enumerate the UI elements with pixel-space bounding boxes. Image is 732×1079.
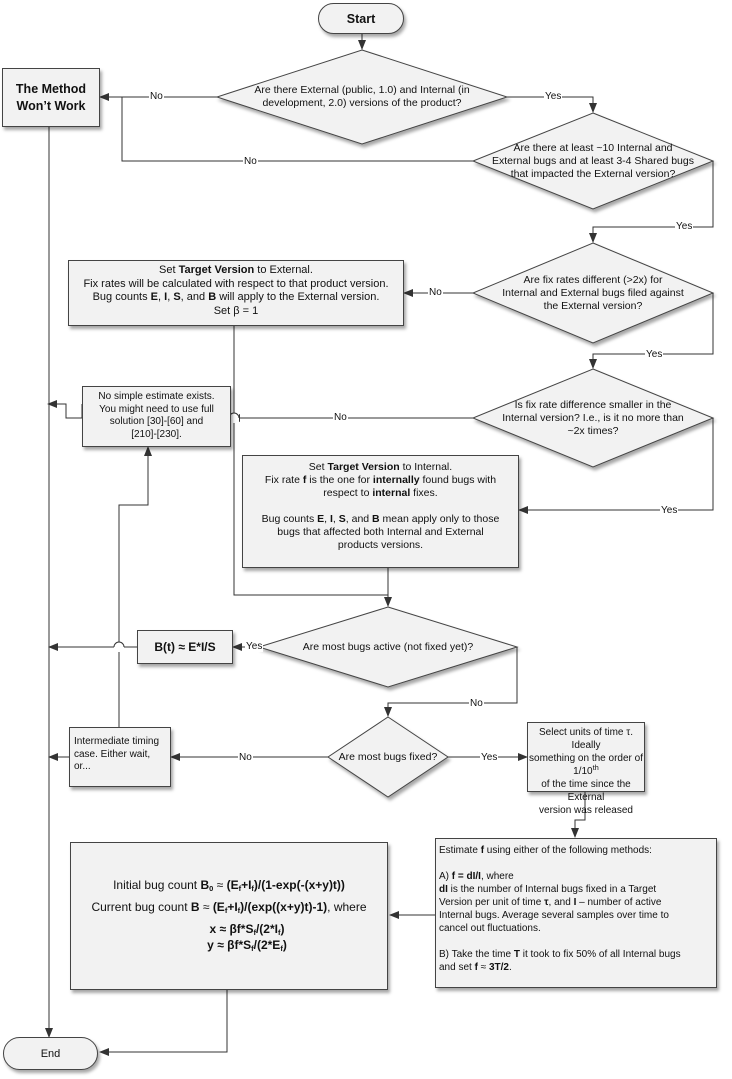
edge-label-q4-yes: Yes — [660, 505, 679, 516]
bt-rhs: E*I/S — [188, 640, 216, 654]
estimate-a-line5: cancel out fluctuations. — [439, 923, 541, 934]
target-internal-line1: Set Target Version to Internal. — [308, 461, 453, 473]
no-simple-line4: [210]-[230]. — [131, 428, 182, 440]
intermediate-line1: Intermediate timing — [74, 736, 160, 747]
formula-initial-line: Initial bug count B0 ≈ (Ef+If)/(1-exp(-(… — [113, 878, 345, 893]
target-external-line2: Fix rates will be calculated with respec… — [83, 277, 389, 290]
units-line2: something on the order of 1/10th — [529, 753, 643, 777]
q6-line: Are most bugs fixed? — [338, 750, 438, 763]
q2-line1: Are there at least ~10 Internal and — [513, 141, 673, 154]
edge-label-q2-yes: Yes — [675, 221, 694, 232]
decision-q6-text: Are most bugs fixed? — [334, 748, 442, 766]
units-line4: version was released — [539, 805, 633, 816]
formula-current-line: Current bug count B ≈ (Ef+If)/(exp((x+y)… — [91, 900, 367, 915]
bug-count-formula-box: Initial bug count B0 ≈ (Ef+If)/(1-exp(-(… — [70, 842, 388, 990]
estimate-a-line1: A) f = dI/I, where — [439, 871, 514, 882]
edge-label-q3-no: No — [428, 287, 443, 298]
q1-line1: Are there External (public, 1.0) and Int… — [254, 84, 470, 96]
no-simple-line1: No simple estimate exists. — [98, 391, 215, 402]
edge-label-q3-yes: Yes — [645, 349, 664, 360]
formula-x-line: x ≈ βf*Sf/(2*If) — [209, 922, 285, 937]
target-internal-line5: bugs that affected both Internal and Ext… — [277, 526, 484, 538]
method-wont-work-line2: Won’t Work — [16, 99, 86, 113]
end-label: End — [40, 1047, 61, 1060]
decision-q6-shape — [327, 716, 449, 798]
estimate-line1: Estimate f using either of the following… — [439, 845, 652, 856]
q3-line2: Internal and External bugs filed against — [502, 286, 684, 299]
intermediate-timing-box: Intermediate timing case. Either wait, o… — [69, 727, 171, 787]
edge-label-q5-yes: Yes — [245, 641, 264, 652]
q2-line3: that impacted the External version? — [510, 167, 676, 180]
bt-formula-box: B(t) ≈ E*I/S — [137, 630, 233, 664]
edge-label-q1-yes: Yes — [544, 91, 563, 102]
estimate-f-box: Estimate f using either of the following… — [435, 838, 717, 988]
edge-label-q4-no: No — [333, 412, 348, 423]
target-internal-line4: Bug counts E, I, S, and B mean apply onl… — [261, 513, 500, 525]
q3-line1: Are fix rates different (>2x) for — [523, 273, 663, 286]
units-line3: of the time since the External — [541, 779, 631, 803]
intermediate-line3: or... — [74, 761, 91, 772]
target-internal-line3: respect to internal fixes. — [323, 487, 438, 499]
no-simple-line2: You might need to use full — [99, 403, 214, 415]
no-simple-line3: solution [30]-[60] and — [109, 416, 204, 427]
decision-q5-shape — [257, 606, 519, 688]
bt-lhs: B(t) — [154, 640, 176, 654]
edge-label-q6-no: No — [238, 752, 253, 763]
edge-label-q6-yes: Yes — [480, 752, 499, 763]
decision-q2-shape — [471, 112, 715, 210]
estimate-a-line2: dI is the number of Internal bugs fixed … — [439, 884, 657, 895]
decision-q3-shape — [471, 242, 715, 344]
target-external-line3: Bug counts E, I, S, and B will apply to … — [92, 291, 380, 303]
estimate-a-line3: Version per unit of time τ, and I – numb… — [439, 897, 662, 908]
q1-line2: development, 2.0) versions of the produc… — [262, 97, 462, 109]
estimate-b-line1: B) Take the time T it took to fix 50% of… — [439, 949, 681, 960]
target-internal-line6: products versions. — [337, 539, 424, 551]
target-external-box: Set Target Version to External. Fix rate… — [68, 260, 404, 326]
intermediate-line2: case. Either wait, — [74, 748, 151, 760]
target-external-line1: Set Target Version to External. — [159, 264, 313, 276]
units-line1: Select units of time τ. Ideally — [539, 727, 633, 751]
method-wont-work-line1: The Method — [15, 82, 87, 96]
target-external-line4: Set β = 1 — [213, 304, 259, 317]
estimate-b-line2: and set f ≈ 3T/2. — [439, 962, 512, 973]
decision-q1-text: Are there External (public, 1.0) and Int… — [232, 78, 492, 116]
decision-q5-text: Are most bugs active (not fixed yet)? — [279, 638, 497, 656]
q2-line2: External bugs and at least 3-4 Shared bu… — [492, 154, 694, 167]
q5-line: Are most bugs active (not fixed yet)? — [302, 640, 474, 653]
formula-y-line: y ≈ βf*Sf/(2*Ef) — [207, 938, 287, 953]
method-wont-work-box: The Method Won’t Work — [2, 68, 100, 127]
edge-label-q5-no: No — [469, 698, 484, 709]
estimate-a-line4: Internal bugs. Average several samples o… — [439, 910, 669, 921]
decision-q1-shape — [215, 49, 509, 145]
q3-line3: the External version? — [543, 299, 643, 312]
q4-line1: Is fix rate difference smaller in the — [514, 398, 672, 411]
q4-line3: ~2x times? — [567, 424, 619, 437]
select-units-box: Select units of time τ. Ideally somethin… — [527, 722, 645, 816]
start-label: Start — [346, 11, 376, 26]
end-terminal: End — [3, 1037, 98, 1070]
decision-q4-shape — [471, 368, 715, 468]
target-internal-box: Set Target Version to Internal. Fix rate… — [242, 455, 519, 568]
start-terminal: Start — [318, 3, 404, 34]
q4-line2: Internal version? I.e., is it no more th… — [502, 411, 684, 424]
edge-label-q2-no: No — [243, 156, 258, 167]
target-internal-line2: Fix rate f is the one for internally fou… — [264, 474, 497, 486]
edge-label-q1-no: No — [149, 91, 164, 102]
no-simple-estimate-box: No simple estimate exists. You might nee… — [82, 386, 231, 447]
